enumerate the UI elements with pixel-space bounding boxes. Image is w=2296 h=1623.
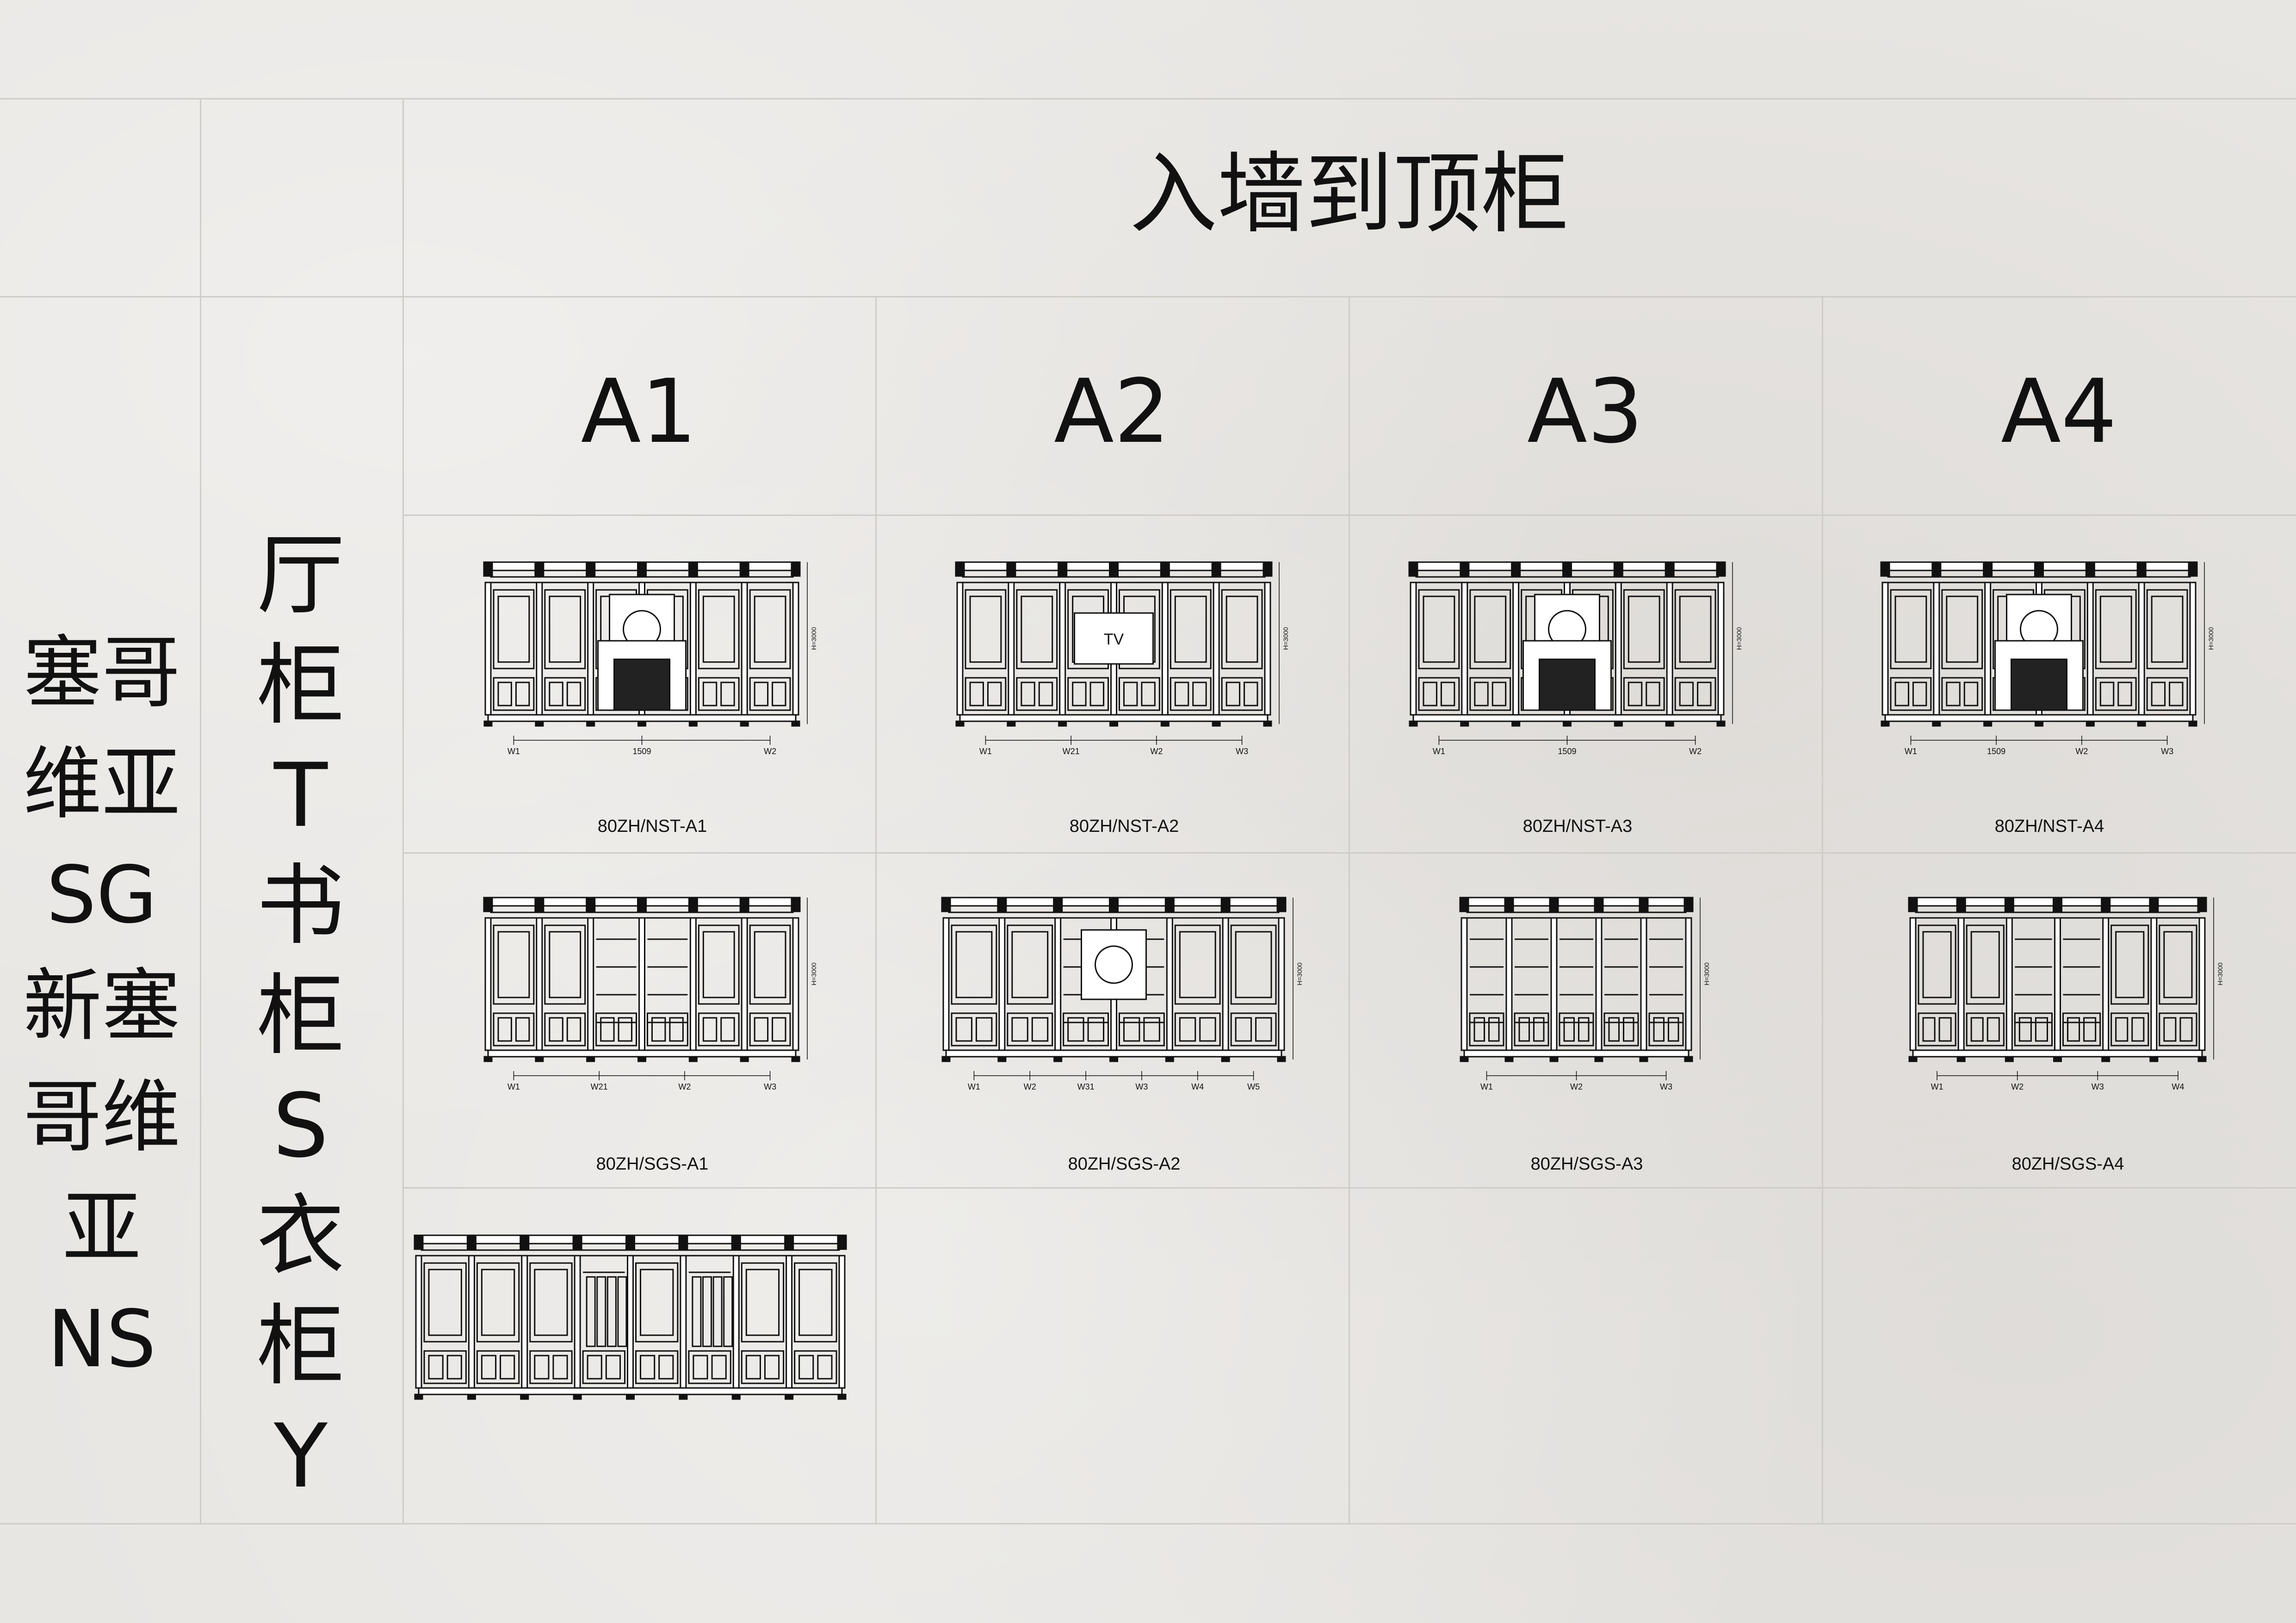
cabinet-elevation-drawing (414, 1234, 847, 1400)
width-dimension-label: W3 (2092, 1082, 2104, 1091)
grid-line (402, 98, 404, 1523)
category-label: 厅 柜 T 书 柜 S 衣 柜 Y (256, 524, 345, 1507)
grid-line (0, 1523, 2296, 1524)
height-dimension: H=3000 (810, 962, 817, 985)
width-dimension-label: W4 (1191, 1082, 1204, 1091)
width-dimension-label: W1 (507, 747, 520, 756)
grid-line (875, 296, 877, 1523)
column-header-a2: A2 (1054, 360, 1170, 463)
tv-label: TV (1104, 631, 1124, 648)
width-dimension-label: W3 (764, 1082, 776, 1091)
brand-label: 塞哥 维亚 SG 新塞 哥维 亚 NS (23, 627, 180, 1385)
width-dimension-label: W1 (1433, 747, 1445, 756)
product-code: 80ZH/SGS-A2 (1068, 1154, 1181, 1174)
width-dimension-label: W21 (1063, 747, 1080, 756)
width-dimension-label: W2 (2011, 1082, 2024, 1091)
width-dimension-label: W31 (1077, 1082, 1095, 1091)
width-dimension-label: 1509 (1987, 747, 2005, 756)
width-dimension-label: W2 (2075, 747, 2088, 756)
width-dimension-label: W21 (591, 1082, 608, 1091)
width-dimension-label: W2 (678, 1082, 691, 1091)
height-dimension: H=3000 (1296, 962, 1303, 985)
width-dimension-label: W2 (1150, 747, 1163, 756)
width-dimension-label: W1 (507, 1082, 520, 1091)
grid-line (1822, 296, 1823, 1523)
column-header-a1: A1 (581, 360, 697, 463)
grid-line (200, 98, 201, 1523)
width-dimension-label: 1509 (1558, 747, 1576, 756)
width-dimension-label: W4 (2172, 1082, 2184, 1091)
page-title: 入墙到顶柜 (1129, 143, 1569, 245)
product-code: 80ZH/NST-A3 (1522, 817, 1633, 836)
width-dimension-label: W3 (1660, 1082, 1672, 1091)
product-code: 80ZH/NST-A4 (1994, 817, 2104, 836)
height-dimension: H=3000 (1703, 962, 1710, 985)
product-code: 80ZH/SGS-A4 (2011, 1154, 2124, 1174)
width-dimension-label: W1 (968, 1082, 980, 1091)
height-dimension: H=3000 (1282, 627, 1289, 650)
width-dimension-label: 1509 (632, 747, 651, 756)
width-dimension-label: W2 (1689, 747, 1702, 756)
width-dimension-label: W2 (1570, 1082, 1583, 1091)
width-dimension-label: W1 (1905, 747, 1917, 756)
width-dimension-label: W5 (1247, 1082, 1260, 1091)
product-code: 80ZH/NST-A2 (1069, 817, 1179, 836)
product-code: 80ZH/NST-A1 (597, 817, 707, 836)
width-dimension-label: W2 (764, 747, 776, 756)
width-dimension-label: W3 (2161, 747, 2173, 756)
cabinet-card[interactable] (412, 1226, 870, 1485)
column-header-a3: A3 (1527, 360, 1643, 463)
height-dimension: H=3000 (2216, 962, 2224, 985)
height-dimension: H=3000 (1735, 627, 1743, 650)
width-dimension-label: W1 (979, 747, 992, 756)
grid-line (0, 296, 2296, 297)
column-header-a4: A4 (2001, 360, 2117, 463)
product-code: 80ZH/SGS-A3 (1530, 1154, 1643, 1174)
width-dimension-label: W3 (1236, 747, 1248, 756)
width-dimension-label: W2 (1024, 1082, 1036, 1091)
product-code: 80ZH/SGS-A1 (596, 1154, 709, 1174)
grid-line (0, 98, 2296, 99)
width-dimension-label: W1 (1931, 1082, 1943, 1091)
grid-line (1349, 296, 1350, 1523)
height-dimension: H=3000 (2207, 627, 2215, 650)
height-dimension: H=3000 (810, 627, 817, 650)
width-dimension-label: W1 (1480, 1082, 1493, 1091)
width-dimension-label: W3 (1135, 1082, 1148, 1091)
